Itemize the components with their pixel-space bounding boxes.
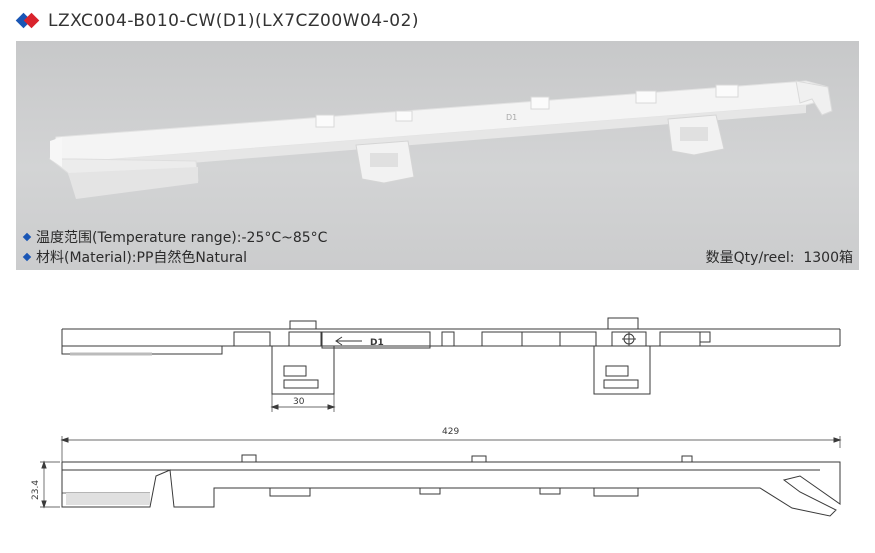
qty-per-reel: 数量Qty/reel: 1300箱 xyxy=(706,247,853,267)
side-view: 429 23.4 xyxy=(31,427,842,517)
page-title: LZXC004-B010-CW(D1)(LX7CZ00W04-02) xyxy=(48,11,420,31)
qty-value: 1300箱 xyxy=(803,250,853,266)
temperature-spec: 温度范围(Temperature range):-25°C~85°C xyxy=(22,227,328,247)
top-view: D1 xyxy=(61,317,841,412)
part-marking: D1 xyxy=(506,113,517,122)
product-photo: D1 温度范围(Temperature range):-25°C~85°C 材料… xyxy=(16,41,859,270)
qty-label: 数量Qty/reel: xyxy=(705,250,795,266)
product-render: D1 xyxy=(48,80,833,199)
dimension-30-label: 30 xyxy=(293,397,305,407)
material-spec-text: 材料(Material):PP自然色Natural xyxy=(36,250,248,266)
material-spec: 材料(Material):PP自然色Natural xyxy=(22,247,248,267)
dimension-23-4-label: 23.4 xyxy=(31,480,41,500)
temperature-spec-text: 温度范围(Temperature range):-25°C~85°C xyxy=(36,230,328,246)
title-row: LZXC004-B010-CW(D1)(LX7CZ00W04-02) xyxy=(15,8,420,34)
dimension-429-label: 429 xyxy=(442,427,459,437)
drawing-marking: D1 xyxy=(370,338,384,348)
